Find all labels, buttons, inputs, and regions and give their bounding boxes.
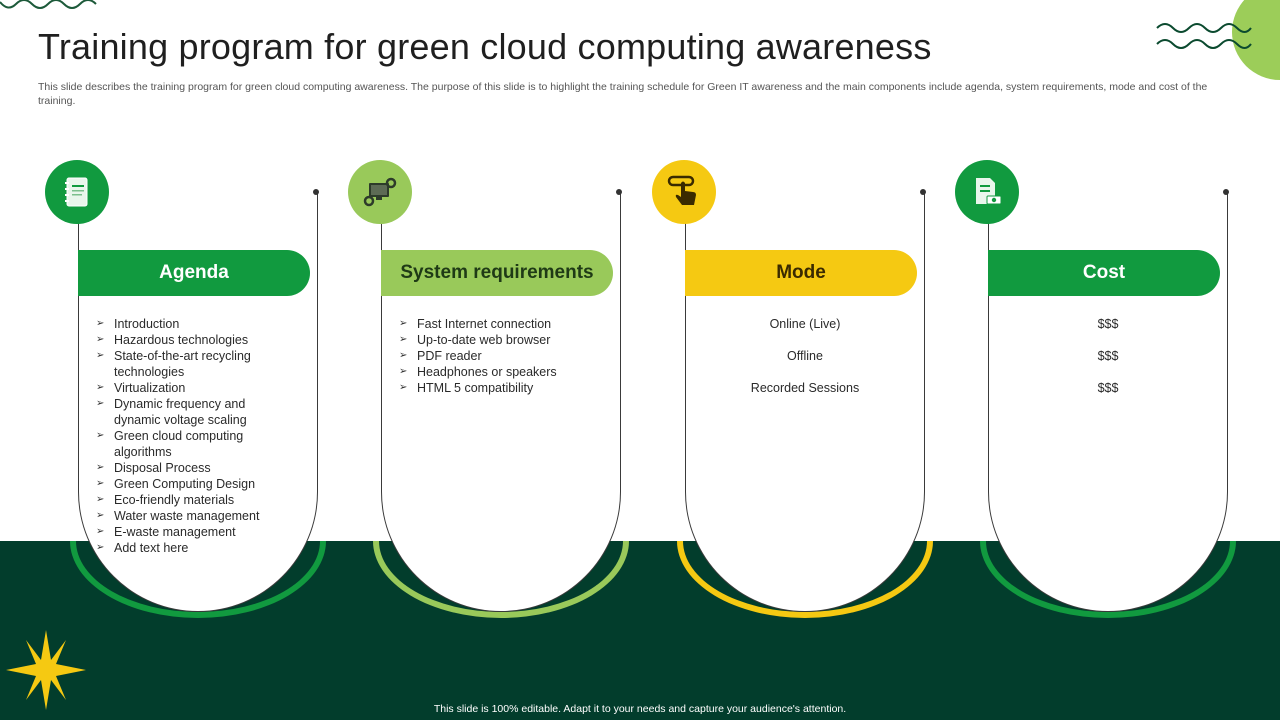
agenda-list: ➢ Introduction ➢ Hazardous technologies ➢ Sta… bbox=[94, 316, 294, 556]
list-item: ➢ Fast Internet connection bbox=[397, 316, 597, 332]
arrow-bullet-icon: ➢ bbox=[96, 462, 105, 473]
list-item: ➢ State-of-the-art recycling technologies bbox=[94, 348, 294, 380]
arrow-bullet-icon: ➢ bbox=[399, 382, 408, 393]
list-item: ➢ Hazardous technologies bbox=[94, 332, 294, 348]
list-item-text: E-waste management bbox=[114, 525, 236, 539]
arrow-bullet-icon: ➢ bbox=[399, 366, 408, 377]
card-dot bbox=[920, 189, 926, 195]
list-item: ➢ Eco-friendly materials bbox=[94, 492, 294, 508]
list-item-text: $$$ bbox=[1097, 349, 1119, 363]
arrow-bullet-icon: ➢ bbox=[399, 318, 408, 329]
list-item-text: Recorded Sessions bbox=[750, 381, 860, 395]
system-requirements-icon-circle bbox=[348, 160, 412, 224]
list-item-text: Offline bbox=[787, 349, 823, 363]
list-item: $$$ bbox=[988, 348, 1228, 364]
system-requirements-card: System requirements ➢ Fast Internet conne… bbox=[348, 160, 629, 618]
computer-gear-icon bbox=[363, 177, 397, 207]
list-item: Offline bbox=[685, 348, 925, 364]
cost-heading: Cost bbox=[988, 250, 1220, 296]
list-item-text: Headphones or speakers bbox=[417, 365, 557, 379]
list-item: ➢ Virtualization bbox=[94, 380, 294, 396]
arrow-bullet-icon: ➢ bbox=[399, 350, 408, 361]
cost-list: $$$ $$$ $$$ bbox=[988, 316, 1228, 412]
list-item-text: PDF reader bbox=[417, 349, 482, 363]
list-item: ➢ Green Computing Design bbox=[94, 476, 294, 492]
arrow-bullet-icon: ➢ bbox=[96, 334, 105, 345]
document-money-icon bbox=[976, 178, 1002, 205]
footer-note: This slide is 100% editable. Adapt it to… bbox=[433, 703, 847, 715]
list-item: ➢ Introduction bbox=[94, 316, 294, 332]
arrow-bullet-icon: ➢ bbox=[96, 318, 105, 329]
slide-description: This slide describes the training progra… bbox=[38, 81, 1208, 107]
hand-pointer-icon bbox=[667, 175, 696, 205]
list-item: Online (Live) bbox=[685, 316, 925, 332]
card-dot bbox=[313, 189, 319, 195]
agenda-card: Agenda ➢ Introduction ➢ Hazardous technolog… bbox=[45, 160, 326, 618]
list-item: ➢ Add text here bbox=[94, 540, 294, 556]
list-item-text: State-of-the-art recycling technologies bbox=[114, 349, 251, 379]
arrow-bullet-icon: ➢ bbox=[96, 494, 105, 505]
list-item: $$$ bbox=[988, 316, 1228, 332]
list-item-text: Introduction bbox=[114, 317, 180, 331]
arrow-bullet-icon: ➢ bbox=[96, 478, 105, 489]
list-item-text: HTML 5 compatibility bbox=[417, 381, 534, 395]
cost-icon-circle bbox=[955, 160, 1019, 224]
list-item: ➢ Disposal Process bbox=[94, 460, 294, 476]
arrow-bullet-icon: ➢ bbox=[96, 350, 105, 361]
list-item-text: Add text here bbox=[114, 541, 189, 555]
card-dot bbox=[1223, 189, 1229, 195]
list-item: ➢ Dynamic frequency and dynamic voltage s… bbox=[94, 396, 294, 428]
system-requirements-heading: System requirements bbox=[381, 250, 613, 296]
list-item-text: Up-to-date web browser bbox=[417, 333, 551, 347]
arrow-bullet-icon: ➢ bbox=[96, 526, 105, 537]
agenda-icon-circle bbox=[45, 160, 109, 224]
list-item: ➢ Green cloud computing algorithms bbox=[94, 428, 294, 460]
list-item-text: Online (Live) bbox=[769, 317, 841, 331]
arrow-bullet-icon: ➢ bbox=[96, 382, 105, 393]
list-item: Recorded Sessions bbox=[685, 380, 925, 396]
wave-decoration-top-left bbox=[0, 0, 97, 9]
starburst-decoration bbox=[6, 630, 86, 710]
card-dot bbox=[616, 189, 622, 195]
arrow-bullet-icon: ➢ bbox=[399, 334, 408, 345]
list-item-text: Water waste management bbox=[114, 509, 260, 523]
list-item-text: Disposal Process bbox=[114, 461, 211, 475]
circle-decoration-top-right bbox=[1232, 0, 1280, 80]
list-item: ➢ PDF reader bbox=[397, 348, 597, 364]
system-requirements-list: ➢ Fast Internet connection ➢ Up-to-date web… bbox=[397, 316, 597, 396]
list-item: ➢ Headphones or speakers bbox=[397, 364, 597, 380]
list-item-text: Hazardous technologies bbox=[114, 333, 249, 347]
cost-card: Cost $$$ $$$ $$$ bbox=[955, 160, 1236, 618]
list-item-text: $$$ bbox=[1097, 317, 1119, 331]
list-item: ➢ Water waste management bbox=[94, 508, 294, 524]
list-item-text: Fast Internet connection bbox=[417, 317, 552, 331]
arrow-bullet-icon: ➢ bbox=[96, 398, 105, 409]
arrow-bullet-icon: ➢ bbox=[96, 510, 105, 521]
page-title: Training program for green cloud computi… bbox=[38, 26, 932, 67]
mode-icon-circle bbox=[652, 160, 716, 224]
mode-heading: Mode bbox=[685, 250, 917, 296]
arrow-bullet-icon: ➢ bbox=[96, 542, 105, 553]
list-item-text: $$$ bbox=[1097, 381, 1119, 395]
agenda-heading: Agenda bbox=[78, 250, 310, 296]
arrow-bullet-icon: ➢ bbox=[96, 430, 105, 441]
list-item: ➢ HTML 5 compatibility bbox=[397, 380, 597, 396]
notebook-icon bbox=[65, 177, 88, 207]
list-item-text: Green cloud computing algorithms bbox=[114, 429, 244, 459]
wave-decoration-top-right bbox=[1156, 23, 1252, 49]
list-item: ➢ Up-to-date web browser bbox=[397, 332, 597, 348]
list-item-text: Green Computing Design bbox=[114, 477, 256, 491]
list-item: ➢ E-waste management bbox=[94, 524, 294, 540]
list-item-text: Dynamic frequency and dynamic voltage sc… bbox=[114, 397, 247, 427]
list-item: $$$ bbox=[988, 380, 1228, 396]
list-item-text: Eco-friendly materials bbox=[114, 493, 235, 507]
list-item-text: Virtualization bbox=[114, 381, 186, 395]
